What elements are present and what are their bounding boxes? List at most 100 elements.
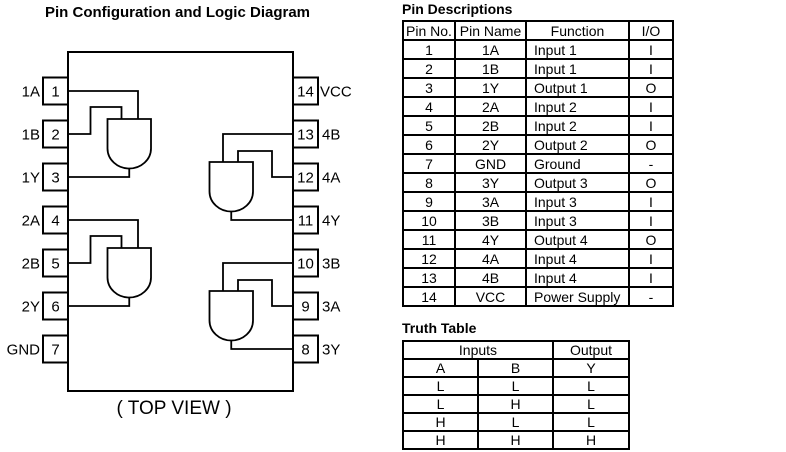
- pin-label: 1Y: [22, 170, 40, 187]
- table-row: 13 4B Input 4 I: [402, 267, 674, 288]
- table-cell: 5: [402, 115, 456, 136]
- table-cell: 3A: [454, 191, 527, 212]
- table-cell: 1B: [454, 58, 527, 79]
- table-cell: 6: [402, 134, 456, 155]
- table-cell: -: [628, 153, 674, 174]
- header-row: Pin No. Pin Name Function I/O: [402, 20, 674, 41]
- pin-label: GND: [7, 342, 41, 359]
- table-row: 12 4A Input 4 I: [402, 248, 674, 269]
- table-cell: 3B: [454, 210, 527, 231]
- table-cell: 4B: [454, 267, 527, 288]
- pin-descriptions-table: Pin No. Pin Name Function I/O 1 1A Input…: [402, 20, 674, 307]
- pin-label: 3B: [322, 256, 340, 273]
- wire-2b: [68, 235, 123, 264]
- wire-4y: [230, 211, 293, 221]
- table-cell: Input 1: [525, 39, 630, 60]
- pin-number: 8: [301, 342, 309, 359]
- ic-body: [67, 51, 294, 392]
- pin-number: 9: [301, 299, 309, 316]
- column-header: Output: [552, 340, 630, 360]
- pin-box-5: [42, 248, 69, 278]
- table-cell: O: [628, 134, 674, 155]
- pin-label: 1A: [22, 84, 40, 101]
- column-header: Y: [552, 358, 630, 378]
- table-cell: 4: [402, 96, 456, 117]
- pin-label: 3Y: [322, 342, 340, 359]
- pin-number: 2: [51, 127, 59, 144]
- pin-number: 5: [51, 256, 59, 273]
- and-gate-2: [106, 247, 152, 299]
- table-cell: I: [628, 191, 674, 212]
- header-row: A B Y: [402, 358, 630, 378]
- table-cell: I: [628, 115, 674, 136]
- top-view-caption: ( TOP VIEW ): [116, 398, 231, 419]
- table-cell: 3Y: [454, 172, 527, 193]
- wire-3b: [222, 262, 293, 291]
- table-row: L L L: [402, 376, 630, 396]
- table-cell: H: [402, 430, 479, 450]
- table-cell: Input 4: [525, 267, 630, 288]
- table-row: H L L: [402, 412, 630, 432]
- table-cell: Output 3: [525, 172, 630, 193]
- table-cell: L: [477, 412, 554, 432]
- wire-3a: [237, 279, 293, 307]
- table-cell: Input 1: [525, 58, 630, 79]
- table-row: 9 3A Input 3 I: [402, 191, 674, 212]
- table-cell: H: [402, 412, 479, 432]
- table-row: 1 1A Input 1 I: [402, 39, 674, 60]
- pin-number: 4: [51, 213, 59, 230]
- wire-2a: [68, 219, 139, 248]
- wire-2y: [68, 297, 131, 307]
- group-header-row: Inputs Output: [402, 340, 630, 360]
- table-cell: I: [628, 39, 674, 60]
- table-row: 6 2Y Output 2 O: [402, 134, 674, 155]
- pin-box-9: [292, 291, 319, 321]
- table-cell: 13: [402, 267, 456, 288]
- pin-number: 7: [51, 342, 59, 359]
- table-row: 10 3B Input 3 I: [402, 210, 674, 231]
- table-cell: VCC: [454, 286, 527, 307]
- table-cell: 14: [402, 286, 456, 307]
- pin-label: 4Y: [322, 213, 340, 230]
- table-cell: Ground: [525, 153, 630, 174]
- pin-label: 4A: [322, 170, 340, 187]
- table-cell: Input 3: [525, 210, 630, 231]
- table-cell: L: [552, 376, 630, 396]
- wire-4a: [237, 150, 293, 178]
- table-cell: 2A: [454, 96, 527, 117]
- pin-box-2: [42, 119, 69, 149]
- column-header: Pin No.: [402, 20, 456, 41]
- table-cell: I: [628, 248, 674, 269]
- column-header: I/O: [628, 20, 674, 41]
- pin-box-10: [292, 248, 319, 278]
- table-cell: L: [402, 376, 479, 396]
- column-header: Function: [525, 20, 630, 41]
- pin-number: 3: [51, 170, 59, 187]
- table-cell: 2: [402, 58, 456, 79]
- pin-box-12: [292, 162, 319, 192]
- wire-1y: [68, 168, 131, 178]
- table-cell: 1: [402, 39, 456, 60]
- table-cell: O: [628, 229, 674, 250]
- table-cell: Power Supply: [525, 286, 630, 307]
- column-header: Pin Name: [454, 20, 527, 41]
- table-cell: 1A: [454, 39, 527, 60]
- table-cell: 8: [402, 172, 456, 193]
- table-row: H H H: [402, 430, 630, 450]
- table-cell: L: [552, 394, 630, 414]
- table-cell: Input 4: [525, 248, 630, 269]
- column-header: B: [477, 358, 554, 378]
- pin-box-4: [42, 205, 69, 235]
- table-cell: Input 3: [525, 191, 630, 212]
- table-row: 7 GND Ground -: [402, 153, 674, 174]
- pin-box-6: [42, 291, 69, 321]
- pin-number: 6: [51, 299, 59, 316]
- table-cell: Input 2: [525, 96, 630, 117]
- table-cell: I: [628, 96, 674, 117]
- table-cell: I: [628, 58, 674, 79]
- truth-table: Inputs Output A B Y L L L L H L H L L H …: [402, 340, 630, 450]
- table-cell: H: [552, 430, 630, 450]
- table-cell: Output 2: [525, 134, 630, 155]
- pin-number: 13: [297, 127, 314, 144]
